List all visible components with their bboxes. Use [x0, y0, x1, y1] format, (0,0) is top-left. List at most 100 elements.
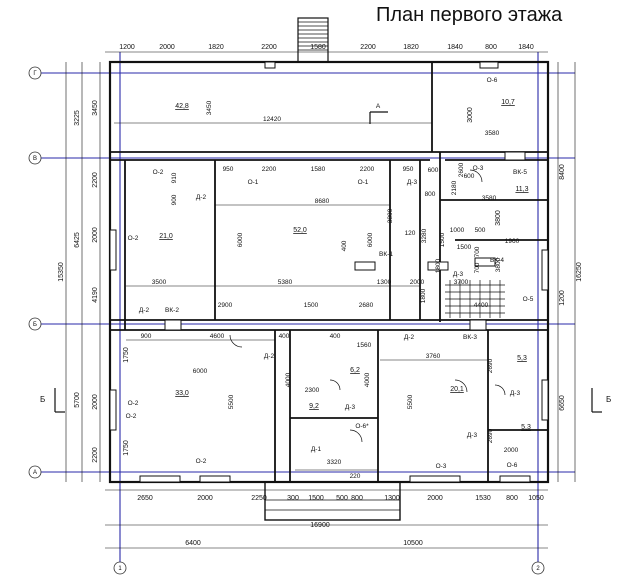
- label-25: Д-3: [467, 432, 478, 439]
- dims-bottom: 2650 2000 2250 300 1500 500 800 1300 200…: [137, 495, 544, 547]
- dim-right-i1: 3000: [467, 107, 474, 123]
- idim-15: 3800: [387, 208, 394, 223]
- dim-bottom-left: 6400: [185, 540, 201, 547]
- idim-27: 3500: [152, 279, 167, 286]
- dim-bottom-10: 1530: [475, 495, 491, 502]
- dim-right-i2: 3800: [495, 210, 502, 226]
- interior-walls: [110, 62, 548, 482]
- section-label-left: Б: [40, 395, 45, 404]
- axis-bubbles: [28, 66, 545, 575]
- idim-1: 3450: [206, 100, 213, 115]
- room-area-1: 42,8: [175, 103, 189, 110]
- idim-43: 6000: [193, 368, 208, 375]
- dim-top-10: 1840: [518, 44, 534, 51]
- idim-8: 950: [403, 166, 414, 173]
- dim-top-6: 2200: [360, 44, 376, 51]
- dim-bottom-6: 500: [336, 495, 348, 502]
- label-14: Д-2: [139, 307, 150, 314]
- idim-11: 8680: [315, 198, 330, 205]
- room-area-10: 5,3: [517, 355, 527, 362]
- axis-label-v: В: [33, 156, 37, 162]
- idim-21: 1000: [450, 227, 465, 234]
- chimney: [298, 21, 328, 51]
- idim-12: 3580: [482, 195, 497, 202]
- idim-59: 1800: [435, 258, 442, 273]
- idim-19: 3280: [421, 228, 428, 243]
- idim-46: 2690: [487, 358, 494, 373]
- idim-45: 4000: [364, 372, 371, 387]
- idim-2: 12420: [263, 116, 281, 123]
- label-9: О-2: [128, 235, 139, 242]
- dim-right-i4: 6650: [559, 395, 566, 411]
- idim-17: 400: [341, 240, 348, 251]
- label-24: Д-3: [510, 390, 521, 397]
- label-11: Д-3: [453, 271, 464, 278]
- room-area-7: 6,2: [350, 367, 360, 374]
- idim-38: 4600: [210, 333, 225, 340]
- label-4: О-1: [358, 179, 369, 186]
- label-28: А: [376, 103, 381, 110]
- section-label-right: Б: [606, 395, 611, 404]
- idim-58: 600: [464, 173, 475, 180]
- dim-top-7: 1820: [403, 44, 419, 51]
- label-6: О-3: [473, 165, 484, 172]
- dim-top-3: 1820: [208, 44, 224, 51]
- label-29: О-2: [128, 400, 139, 407]
- room-area-4: 21,0: [159, 233, 173, 240]
- dim-left-i2: 2200: [92, 172, 99, 188]
- idim-26: 700: [474, 262, 481, 273]
- idim-28: 5380: [278, 279, 293, 286]
- idim-49: 5500: [407, 394, 414, 409]
- dim-top-2: 2000: [159, 44, 175, 51]
- dim-left-m1: 3225: [74, 110, 81, 126]
- dim-left-i7: 1750: [123, 440, 130, 456]
- dims-right: 3000 3800 1200 6650 8400 16250: [467, 107, 583, 411]
- idim-55: 800: [425, 191, 436, 198]
- idim-48: 5500: [228, 394, 235, 409]
- dim-left-i3: 2000: [92, 227, 99, 243]
- dim-right-i3: 1200: [559, 290, 566, 306]
- idim-31: 3700: [454, 279, 469, 286]
- dim-left-m3: 5700: [74, 392, 81, 408]
- label-8: Д-2: [196, 194, 207, 201]
- dim-bottom-3: 2250: [251, 495, 267, 502]
- idim-52: 3320: [327, 459, 342, 466]
- label-19: О-2: [126, 413, 137, 420]
- idim-7: 2200: [360, 166, 375, 173]
- label-27: О-6: [507, 462, 518, 469]
- interior-dims: 3450 12420 3580 950 2200 1580 2200 950 9…: [141, 100, 520, 480]
- dims-top: 1200 2000 1820 2200 1580 2200 1820 1840 …: [119, 44, 534, 51]
- idim-18: 120: [405, 230, 416, 237]
- axis-label-1: 1: [118, 566, 122, 572]
- idim-6: 1580: [311, 166, 326, 173]
- label-7: ВК-5: [513, 169, 527, 176]
- idim-51: 2000: [504, 447, 519, 454]
- idim-35: 1800: [420, 288, 427, 303]
- room-area-9: 20,1: [450, 386, 464, 393]
- label-18: Д-2: [264, 353, 275, 360]
- dim-bottom-9: 2000: [427, 495, 443, 502]
- room-area-8: 9,2: [309, 403, 319, 410]
- label-16: Д-2: [404, 334, 415, 341]
- idim-3: 3580: [485, 130, 500, 137]
- idim-50: 2690: [487, 428, 494, 443]
- dim-bottom-11: 800: [506, 495, 518, 502]
- element-labels: О-6 О-2 О-1 О-1 Д-3 О-3 ВК-5 Д-2 О-2 ВК-…: [126, 77, 534, 470]
- axis-label-g: Г: [33, 71, 37, 77]
- exterior-walls: [108, 17, 550, 521]
- label-17: ВК-3: [463, 334, 477, 341]
- idim-20: 1500: [439, 232, 446, 247]
- idim-32: 2900: [218, 302, 233, 309]
- dim-bottom-right: 10500: [403, 540, 423, 547]
- label-10: ВК-1: [379, 251, 393, 258]
- idim-4: 950: [223, 166, 234, 173]
- label-21: О-6*: [355, 423, 369, 430]
- idim-40: 400: [330, 333, 341, 340]
- doors: [229, 169, 506, 443]
- idim-22: 500: [475, 227, 486, 234]
- idim-13: 6000: [237, 232, 244, 247]
- axis-label-a: А: [33, 470, 37, 476]
- idim-39: 400: [279, 333, 290, 340]
- idim-54: 600: [428, 167, 439, 174]
